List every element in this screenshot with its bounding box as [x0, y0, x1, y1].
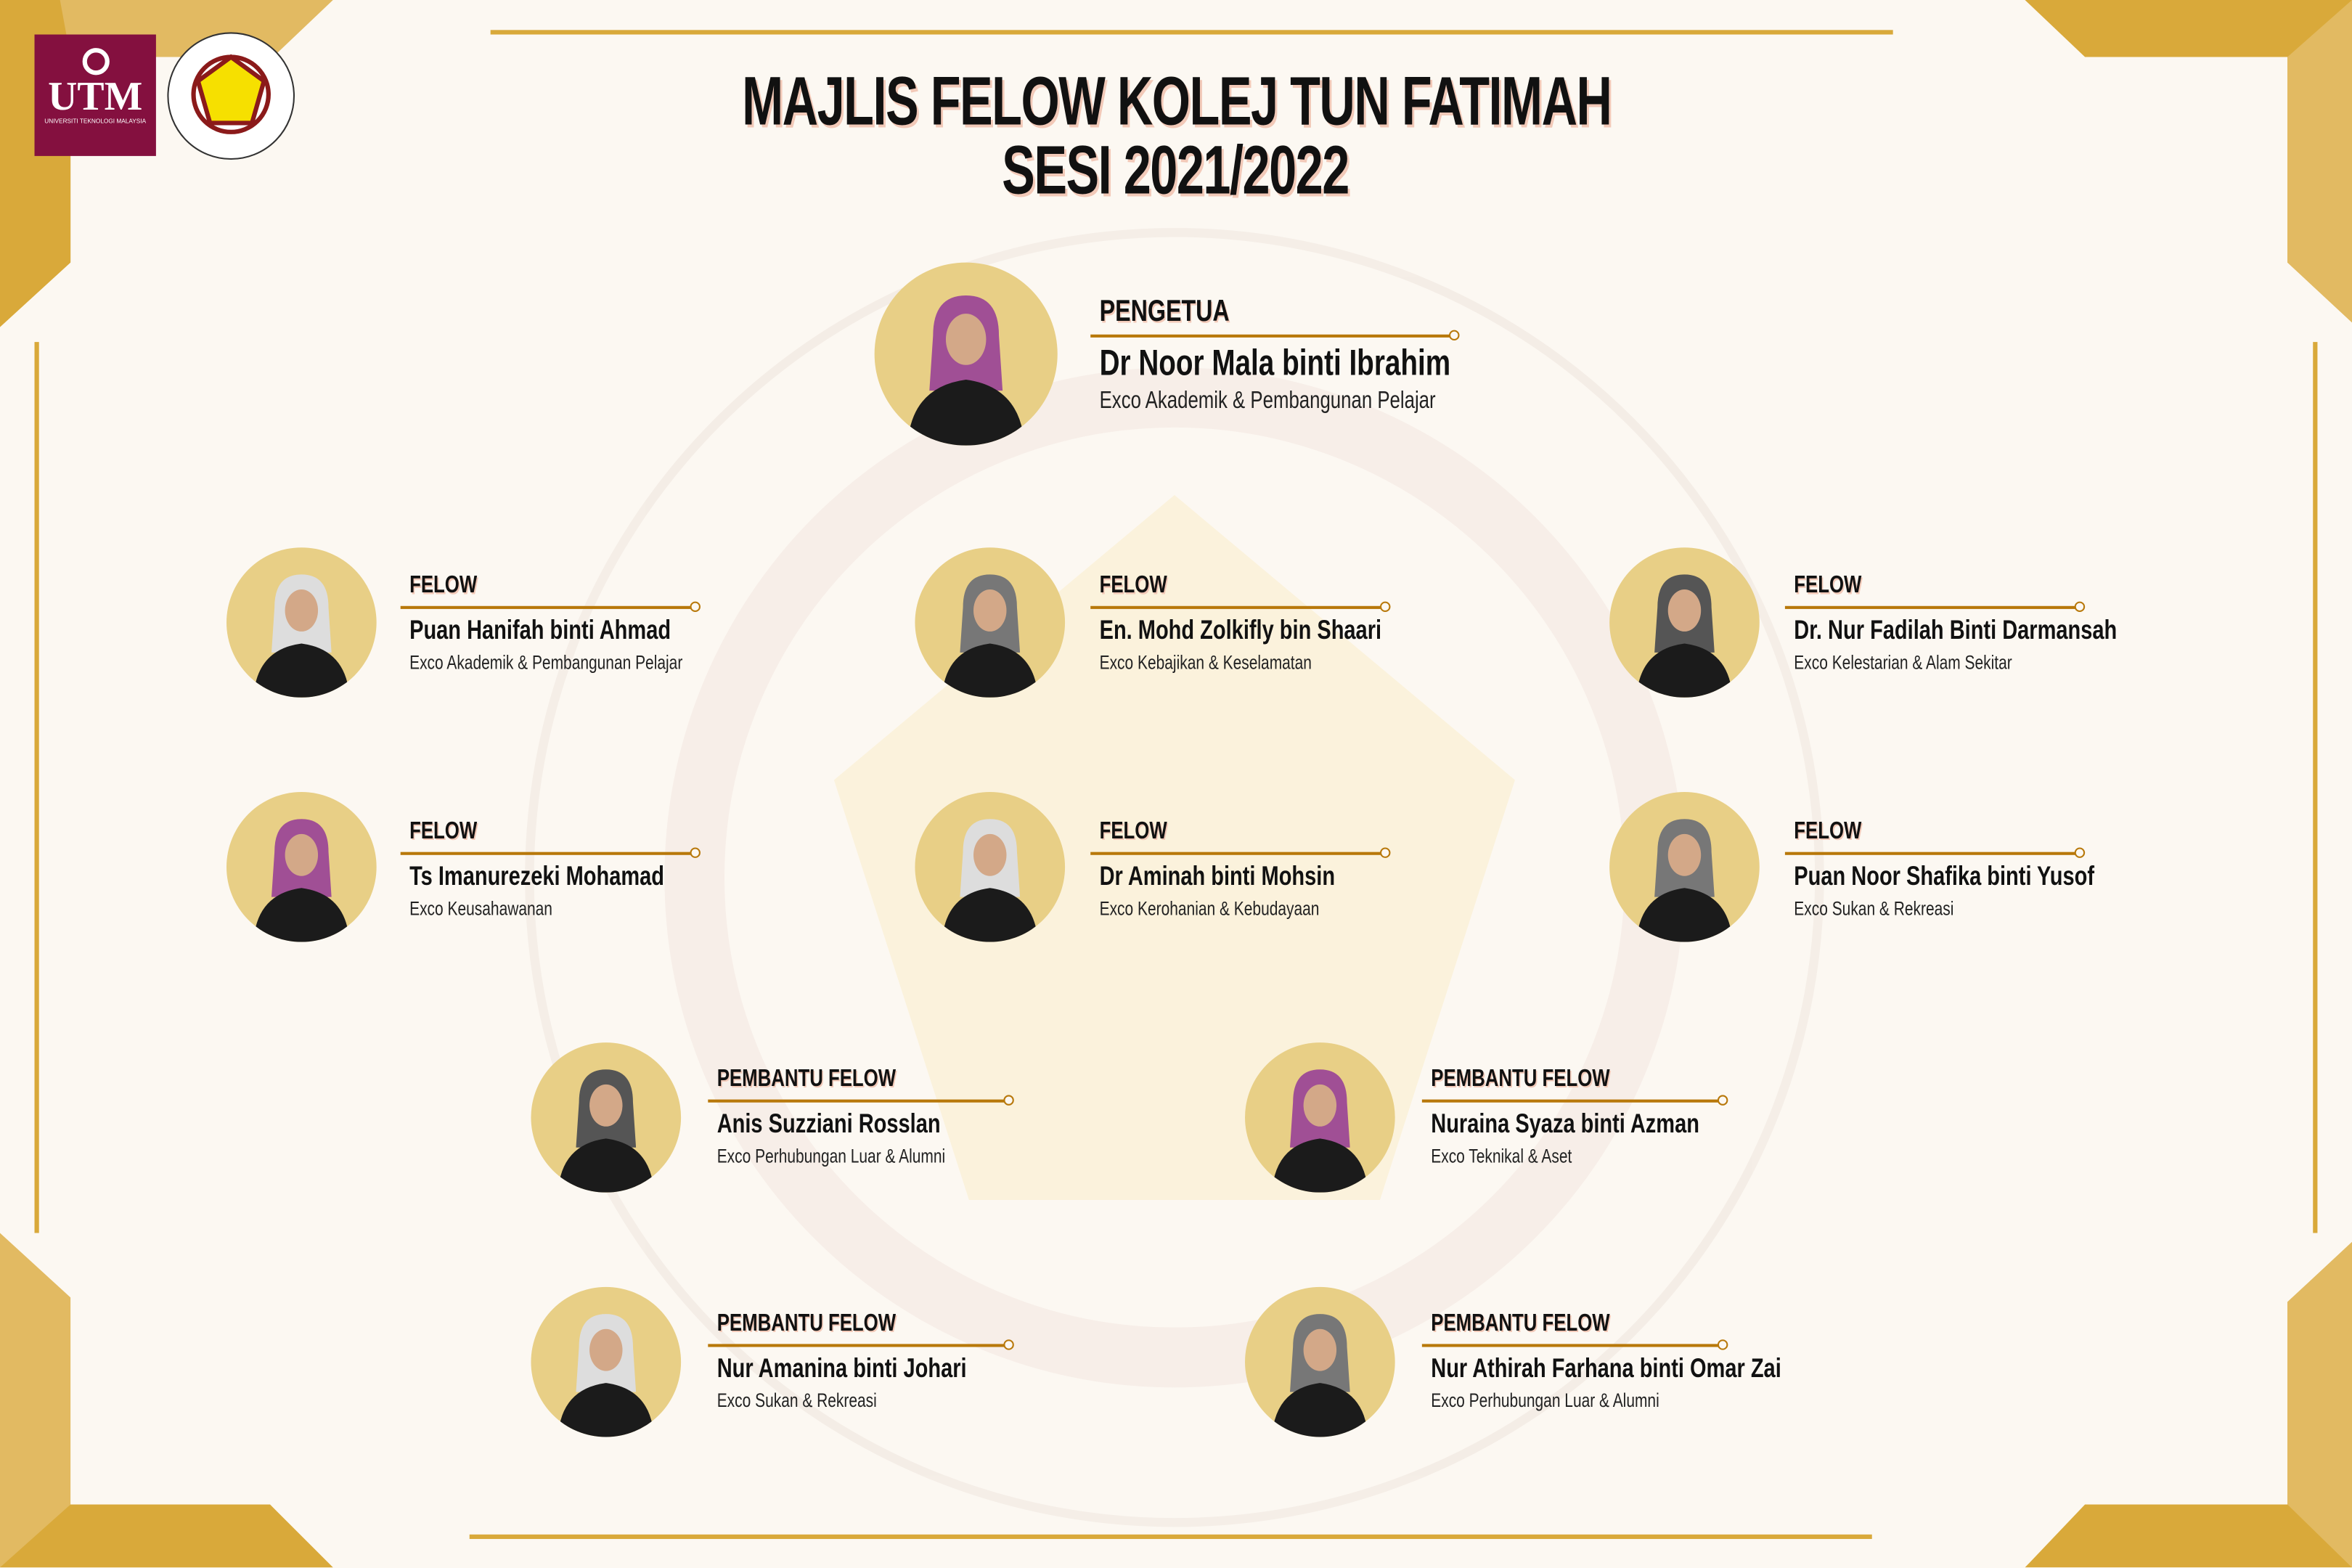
member-name: Puan Hanifah binti Ahmad [409, 615, 671, 645]
member-photo [915, 792, 1066, 942]
member-name: Ts Imanurezeki Mohamad [409, 861, 665, 891]
member-photo [915, 547, 1066, 698]
member-role: FELOW [1099, 819, 1167, 845]
member-portfolio: Exco Keusahawanan [409, 897, 552, 920]
divider-line [400, 601, 701, 613]
member-portfolio: Exco Kebajikan & Keselamatan [1099, 650, 1312, 674]
member-photo [531, 1286, 682, 1437]
divider-line [1090, 601, 1391, 613]
divider-line [1784, 847, 2086, 858]
title-line-1: MAJLIS FELOW KOLEJ TUN FATIMAH [741, 61, 1612, 140]
person-portrait-icon [942, 819, 1038, 942]
member-name: En. Mohd Zolkifly bin Shaari [1099, 615, 1382, 645]
member-name: Dr Noor Mala binti Ibrahim [1099, 343, 1451, 384]
member-portfolio: Exco Akademik & Pembangunan Pelajar [409, 650, 683, 674]
member-role: PEMBANTU FELOW [716, 1310, 897, 1337]
member-name: Nur Amanina binti Johari [716, 1352, 967, 1384]
member-portfolio: Exco Perhubungan Luar & Alumni [1431, 1389, 1659, 1412]
member-photo [1245, 1286, 1395, 1437]
member-role: FELOW [409, 573, 478, 599]
member-name: Nur Athirah Farhana binti Omar Zai [1431, 1352, 1781, 1384]
member-portfolio: Exco Perhubungan Luar & Alumni [716, 1144, 946, 1167]
person-portrait-icon [1272, 1314, 1368, 1437]
divider-line [1421, 1095, 1728, 1106]
member-name: Dr. Nur Fadilah Binti Darmansah [1794, 615, 2118, 645]
person-portrait-icon [1272, 1069, 1368, 1193]
divider-line [1784, 601, 2086, 613]
member-role: PENGETUA [1099, 295, 1230, 329]
member-portfolio: Exco Kelestarian & Alam Sekitar [1794, 650, 2012, 674]
page-subtitle: SESI 2021/2022 [0, 135, 2352, 204]
utm-logo-subtitle: UNIVERSITI TEKNOLOGI MALAYSIA [44, 117, 147, 125]
person-portrait-icon [942, 574, 1038, 698]
ktf-logo [167, 32, 295, 160]
divider-line [1421, 1339, 1728, 1350]
member-role: FELOW [409, 819, 478, 845]
divider-line [1090, 847, 1391, 858]
member-name: Puan Noor Shafika binti Yusof [1794, 861, 2095, 891]
person-portrait-icon [558, 1069, 654, 1193]
corner-bottom-left [0, 1233, 333, 1568]
member-role: PEMBANTU FELOW [1431, 1310, 1610, 1337]
title-line-2: SESI 2021/2022 [1003, 130, 1350, 209]
member-photo [1245, 1042, 1395, 1193]
member-photo [226, 792, 377, 942]
page-title: MAJLIS FELOW KOLEJ TUN FATIMAH [0, 66, 2352, 135]
person-portrait-icon [558, 1314, 654, 1437]
person-portrait-icon [1636, 819, 1733, 942]
member-portfolio: Exco Kerohanian & Kebudayaan [1099, 897, 1320, 920]
divider-line [1090, 330, 1460, 341]
member-photo [874, 262, 1058, 446]
person-portrait-icon [907, 295, 1025, 446]
person-portrait-icon [1636, 574, 1733, 698]
person-portrait-icon [253, 819, 350, 942]
member-role: PEMBANTU FELOW [1431, 1066, 1610, 1093]
utm-emblem-icon [81, 48, 109, 75]
member-photo [1609, 547, 1760, 698]
member-name: Nuraina Syaza binti Azman [1431, 1108, 1699, 1139]
member-portfolio: Exco Akademik & Pembangunan Pelajar [1099, 388, 1436, 415]
member-name: Anis Suzziani Rosslan [716, 1108, 941, 1139]
member-name: Dr Aminah binti Mohsin [1099, 861, 1336, 891]
member-role: FELOW [1794, 819, 1862, 845]
member-role: FELOW [1099, 573, 1167, 599]
member-photo [531, 1042, 682, 1193]
member-photo [1609, 792, 1760, 942]
divider-line [708, 1339, 1014, 1350]
utm-logo-text: UTM [48, 73, 143, 119]
divider-line [708, 1095, 1014, 1106]
member-role: FELOW [1794, 573, 1862, 599]
utm-logo: UTM UNIVERSITI TEKNOLOGI MALAYSIA [34, 34, 156, 156]
divider-line [400, 847, 701, 858]
member-portfolio: Exco Sukan & Rekreasi [1794, 897, 1954, 920]
member-portfolio: Exco Sukan & Rekreasi [716, 1389, 877, 1412]
person-portrait-icon [253, 574, 350, 698]
member-role: PEMBANTU FELOW [716, 1066, 897, 1093]
member-portfolio: Exco Teknikal & Aset [1431, 1144, 1572, 1167]
member-photo [226, 547, 377, 698]
